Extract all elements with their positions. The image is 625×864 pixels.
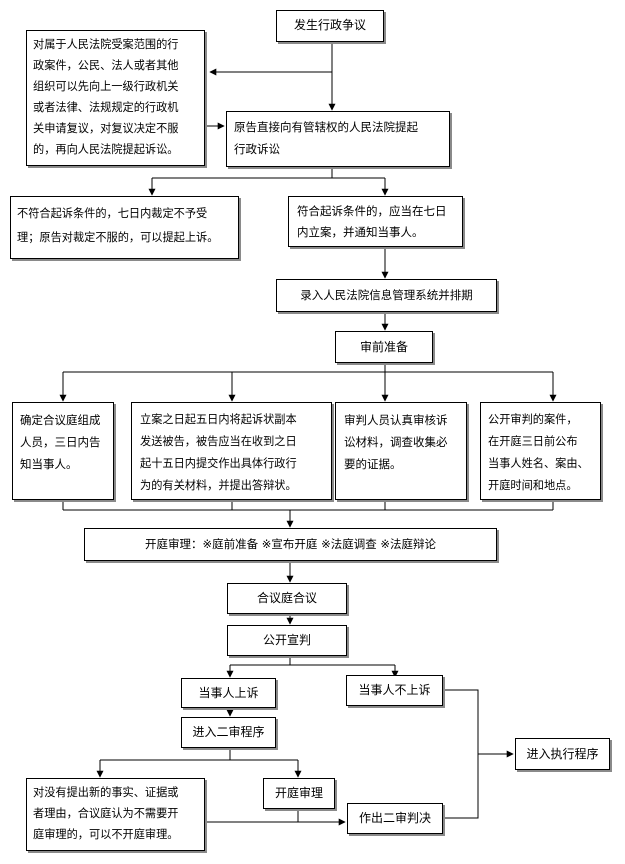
node-register: 录入人民法院信息管理系统并排期 — [276, 279, 497, 312]
node-second-instance: 进入二审程序 — [181, 717, 276, 748]
node-panel: 确定合议庭组成 人员，三日内告 知当事人。 — [12, 402, 114, 500]
node-appeal: 当事人上诉 — [181, 678, 276, 708]
branch-pretrial — [63, 363, 553, 373]
node-direct-suit: 原告直接向有管辖权的人民法院提起 行政诉讼 — [226, 111, 450, 167]
node-pretrial: 审前准备 — [335, 331, 433, 363]
node-not-meet: 不符合起诉条件的，七日内裁定不予受 理；原告对裁定不服的，可以提起上诉。 — [10, 196, 239, 259]
node-dispute: 发生行政争议 — [276, 10, 384, 42]
merge-to-execution — [443, 689, 479, 819]
node-no-hearing: 对没有提出新的事实、证据或 者理由，合议庭认为不需要开 庭审理的，可以不开庭审理… — [26, 778, 205, 851]
merge-to-hearing — [62, 500, 554, 511]
node-verdict: 公开宣判 — [227, 625, 347, 656]
node-reconsider: 对属于人民法院受案范围的行 政案件，公民、法人或者其他 组织可以先向上一级行政机… — [26, 30, 205, 166]
branch-suit — [152, 167, 385, 179]
branch-second — [100, 748, 298, 761]
node-hearing: 开庭审理：※庭前准备 ※宣布开庭 ※法庭调查 ※法庭辩论 — [84, 528, 497, 561]
node-review: 审判人员认真审核诉 讼材料，调查收集必 要的证据。 — [335, 402, 467, 500]
node-meet: 符合起诉条件的，应当在七日 内立案，并通知当事人。 — [288, 196, 463, 247]
node-no-appeal: 当事人不上诉 — [346, 675, 443, 706]
node-public-notice: 公开审判的案件， 在开庭三日前公布 当事人姓名、案由、 开庭时间和地点。 — [480, 402, 601, 500]
node-second-judgment: 作出二审判决 — [347, 803, 443, 834]
branch-verdict — [230, 656, 395, 666]
node-court-hearing: 开庭审理 — [263, 778, 335, 809]
node-execution: 进入执行程序 — [515, 738, 610, 770]
node-deliberation: 合议庭合议 — [227, 583, 347, 614]
node-serve: 立案之日起五日内将起诉状副本 发送被告，被告应当在收到之日 起十五日内提交作出具… — [131, 402, 332, 500]
